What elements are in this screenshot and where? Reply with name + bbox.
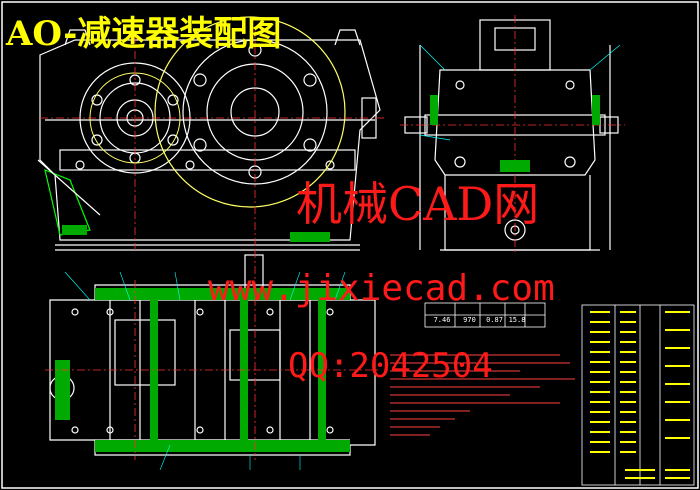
watermark-site-name: 机械CAD网 [296,177,540,231]
front-hatch [62,225,330,242]
side-hatch [430,95,600,172]
top-balloons [64,271,346,471]
technical-notes [390,354,575,436]
spec-table [424,302,546,328]
top-center-lines [45,250,380,460]
spec-power: 7.46 [433,316,451,324]
spec-ratio: 15.8 [508,316,526,324]
drawing-title: AO-减速器装配图 [6,14,282,54]
spec-table-values: 7.46 970 0.87 15.8 [427,316,545,327]
watermark-url: www.jixiecad.com [208,268,555,309]
side-leaders [419,44,621,141]
spec-efficiency: 0.87 [486,316,503,324]
bom-rows [590,311,690,479]
watermark-qq: QQ:2042504 [288,346,493,386]
title-block [581,304,695,486]
front-view [37,29,381,251]
gear-pitch-circle [154,16,346,208]
front-center-lines [40,30,385,250]
spec-speed: 970 [463,316,476,324]
